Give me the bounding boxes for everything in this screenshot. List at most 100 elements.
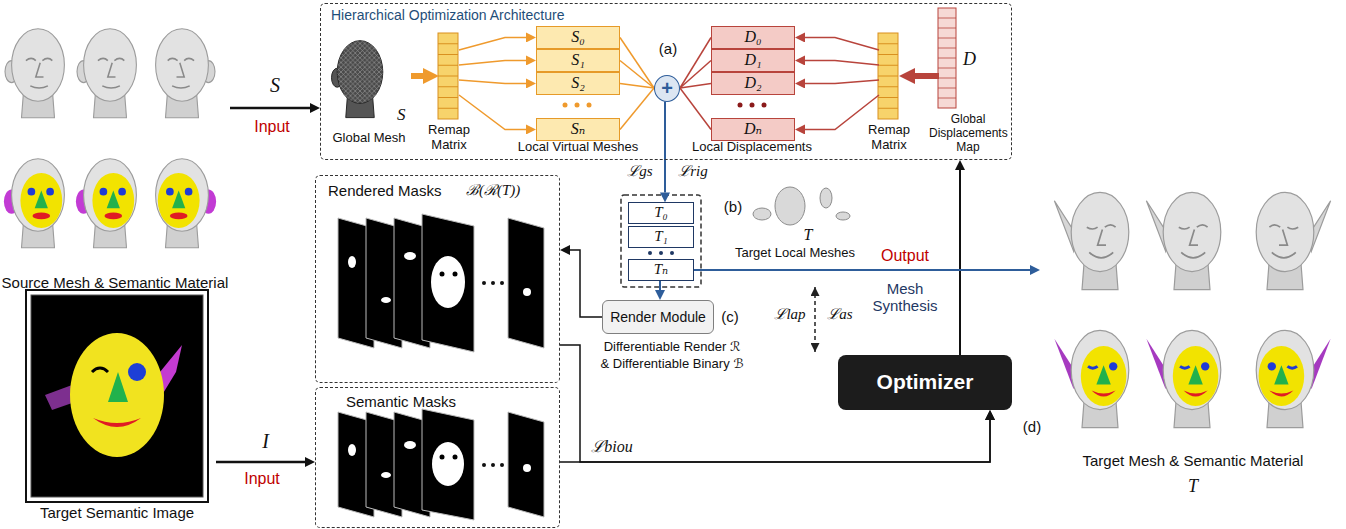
connector (680, 60, 711, 88)
node-text: D₀ (744, 28, 761, 46)
mask-face (431, 256, 465, 308)
connector (680, 83, 711, 88)
semantic-image-figure: Target Semantic Image (18, 288, 216, 526)
dot (738, 103, 743, 108)
image-ground (31, 295, 203, 497)
dot (575, 103, 580, 108)
target-group-frame (621, 195, 701, 287)
node-text: D₂ (744, 74, 761, 92)
annotation-label: ℒlap (774, 306, 805, 323)
dot (659, 251, 663, 255)
closed-eye (92, 368, 108, 372)
mask-hole (453, 272, 458, 277)
connector (620, 83, 654, 88)
nose-region (108, 372, 128, 402)
face-patch (775, 187, 805, 225)
connector (959, 170, 961, 355)
node-text: T₁ (654, 228, 668, 245)
nose-patch (753, 208, 771, 220)
connector (411, 73, 423, 79)
node-text: Remap Matrix (421, 123, 477, 153)
connector (805, 95, 879, 129)
mask-hole (453, 455, 458, 460)
rendered-masks-panel: Rendered Masksℬ(ℛ(T)) (315, 175, 560, 383)
matrix-cells (878, 33, 898, 119)
target-head (1256, 192, 1330, 289)
virtual-mesh-box: Sₙ (536, 118, 620, 140)
node-text: Hierarchical Optimization Architecture (331, 7, 564, 23)
mask-blob (348, 444, 356, 456)
displacement-box: D₀ (711, 26, 795, 48)
node-text: Global Displacements Map (929, 113, 1007, 154)
dot (587, 103, 592, 108)
semantic-masks-panel: Semantic Masks (315, 387, 560, 528)
annotation-label: T (804, 226, 813, 244)
annotation-label: ℒgs (627, 163, 652, 180)
dot (491, 281, 495, 285)
annotation-label: (b) (724, 198, 742, 215)
target-head (1054, 192, 1128, 289)
node-text: S (397, 105, 406, 125)
node-text: Render Module (610, 309, 706, 325)
connector (620, 88, 654, 129)
image-frame (26, 290, 208, 502)
target-mesh-figure: Target Mesh & Semantic MaterialT (1040, 160, 1346, 510)
mask-panel (508, 218, 544, 348)
dot (670, 251, 674, 255)
remap-matrix-bar (438, 33, 898, 119)
node-text: Target Mesh & Semantic Material (1040, 452, 1346, 469)
target-semantic-head (1054, 330, 1128, 427)
source-semantic-head (156, 159, 217, 248)
annotation-label: ℒrig (678, 163, 708, 180)
node-text: S₀ (571, 28, 585, 46)
mask-blob (523, 464, 531, 472)
virtual-mesh-box: S₁ (536, 49, 620, 71)
annotation-label: Local Virtual Meshes (518, 140, 638, 155)
mask-blob (404, 252, 416, 260)
annotation-label: Input (254, 118, 290, 136)
annotation-label: Input (244, 470, 280, 488)
target-local-mesh-box: Tₙ (628, 259, 694, 280)
dot (500, 281, 504, 285)
node-text: Tₙ (654, 261, 668, 278)
sum-node: + (654, 75, 680, 102)
connector (680, 88, 711, 129)
virtual-mesh-box: S₂ (536, 72, 620, 94)
connector (620, 37, 654, 88)
displacement-box: D₂ (711, 72, 795, 94)
node-text: Sₙ (571, 120, 585, 138)
connector (459, 37, 526, 50)
annotation-label: Output (881, 247, 929, 265)
displacement-map-bar (938, 8, 956, 108)
node-text: S₁ (571, 51, 585, 69)
lip-patch (836, 212, 850, 220)
annotation-label: Mesh Synthesis (865, 280, 945, 315)
mask-panel (422, 214, 474, 352)
target-local-mesh-box: T₁ (628, 226, 694, 247)
dot (648, 251, 652, 255)
node-text: D (963, 49, 976, 70)
annotation-label: & Differentiable Binary ℬ (601, 357, 744, 372)
mask-panel (422, 409, 474, 520)
dot (750, 103, 755, 108)
source-head (77, 29, 136, 118)
source-head (5, 29, 64, 118)
annotation-label: Local Displacements (692, 140, 812, 155)
connector (459, 80, 526, 83)
displacement-map: DGlobal Displacements Map (939, 9, 957, 109)
connector (620, 60, 654, 88)
source-head (156, 29, 215, 118)
connector (459, 60, 526, 65)
mask-blob (348, 256, 356, 268)
node-text: Source Mesh & Semantic Material (0, 274, 230, 291)
edge-label: I (262, 430, 269, 453)
displacement-box: Dₙ (711, 118, 795, 140)
node-text: + (661, 77, 673, 100)
mask-hole (440, 455, 445, 460)
annotation-label: Differentiable Render ℛ (604, 340, 741, 355)
connector (805, 60, 879, 65)
annotation-label: Target Local Meshes (735, 246, 855, 261)
mask-panel (508, 412, 544, 517)
node-text: Rendered Masks (328, 182, 441, 199)
